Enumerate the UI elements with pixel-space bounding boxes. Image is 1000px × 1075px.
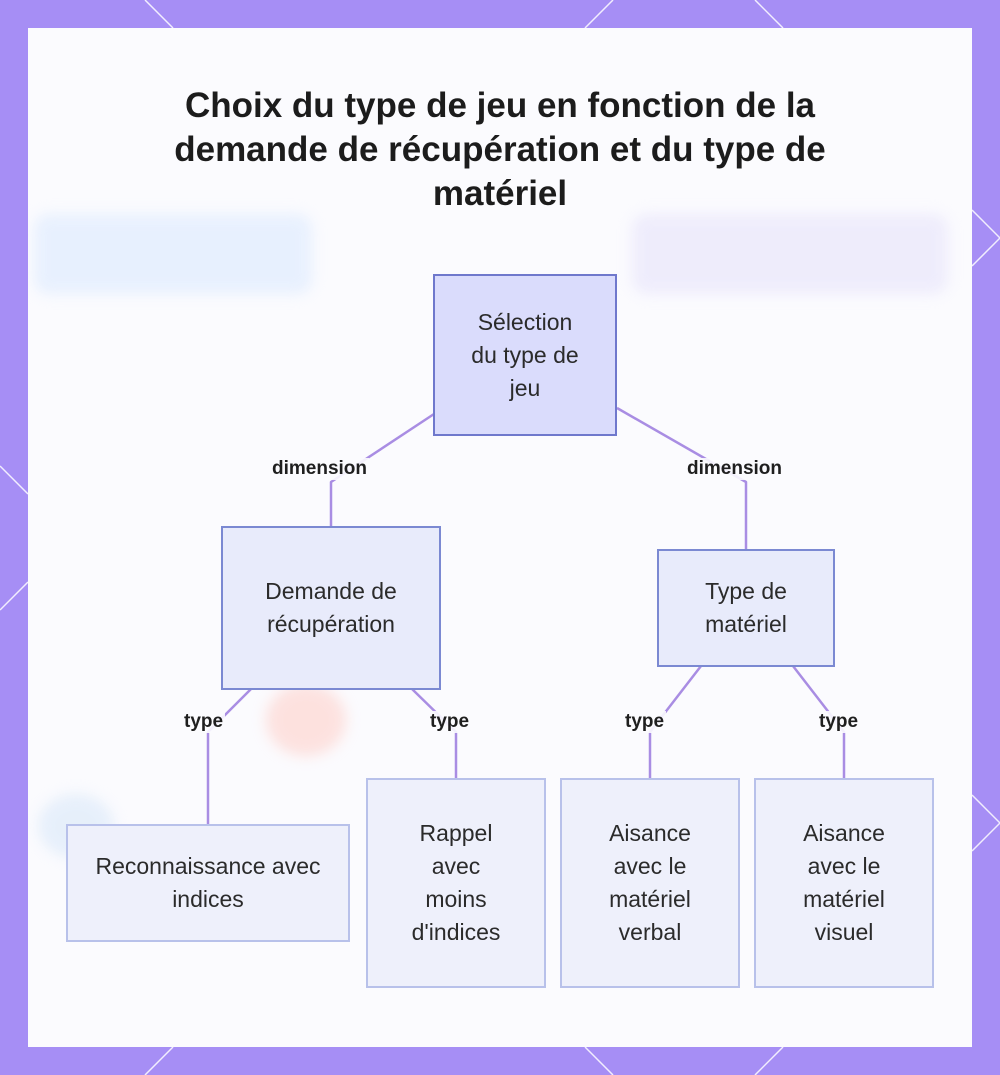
node-retrieval-demand: Demande de récupération [221,526,441,690]
edge-label-dimension-right: dimension [685,458,785,480]
background-shape [632,214,948,294]
node-recognition-with-cues: Reconnaissance avec indices [66,824,350,942]
node-game-type-selection: Sélection du type de jeu [433,274,617,436]
background-shape [266,684,346,756]
edge-label-type-recall: type [428,711,472,733]
edge-root-material [616,406,748,550]
edge-label-dimension-left: dimension [270,458,370,480]
node-recall-fewer-cues: Rappel avec moins d'indices [366,778,546,988]
edge-retrieval-recall [410,687,458,779]
edge-label-type-verbal: type [623,711,667,733]
diagram-title: Choix du type de jeu en fonction de la d… [174,86,826,213]
edge-label-type-visual: type [817,711,861,733]
edge-label-type-recognition: type [182,711,226,733]
edge-root-retrieval [329,412,435,528]
edge-retrieval-recognition [206,687,253,825]
node-verbal-material: Aisance avec le matériel verbal [560,778,740,988]
diagram-card: ​ Choix du type de jeu en fonction de la… [28,28,972,1047]
node-visual-material: Aisance avec le matériel visuel [754,778,934,988]
background-shape [34,214,312,294]
node-material-type: Type de matériel [657,549,835,667]
